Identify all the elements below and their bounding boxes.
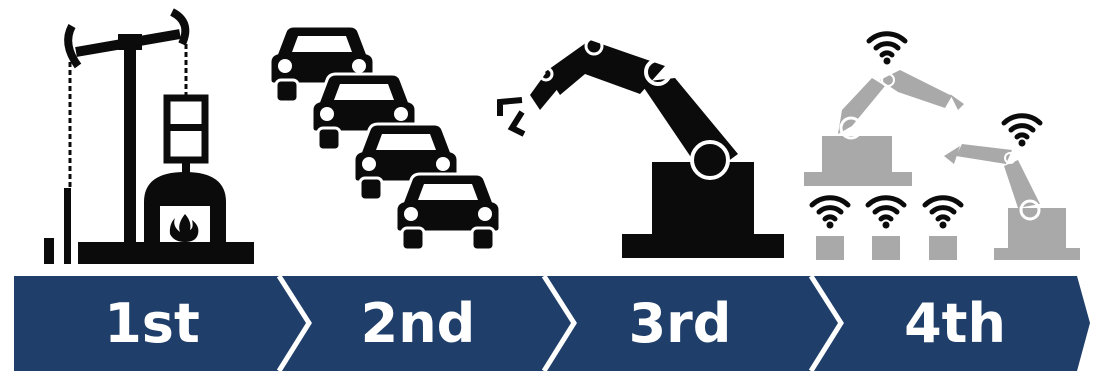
stage-label-1st: 1st xyxy=(104,292,200,355)
stage-label-3rd: 3rd xyxy=(629,292,732,355)
mass-production-cars-icon xyxy=(270,26,500,250)
stage-label-4th: 4th xyxy=(904,292,1006,355)
connected-robots-wifi-icon xyxy=(804,34,1080,260)
banner-arrow-tip xyxy=(1077,276,1090,371)
robot-arm-icon xyxy=(500,38,784,258)
steam-engine-icon xyxy=(44,12,254,264)
stage-label-2nd: 2nd xyxy=(361,292,476,355)
